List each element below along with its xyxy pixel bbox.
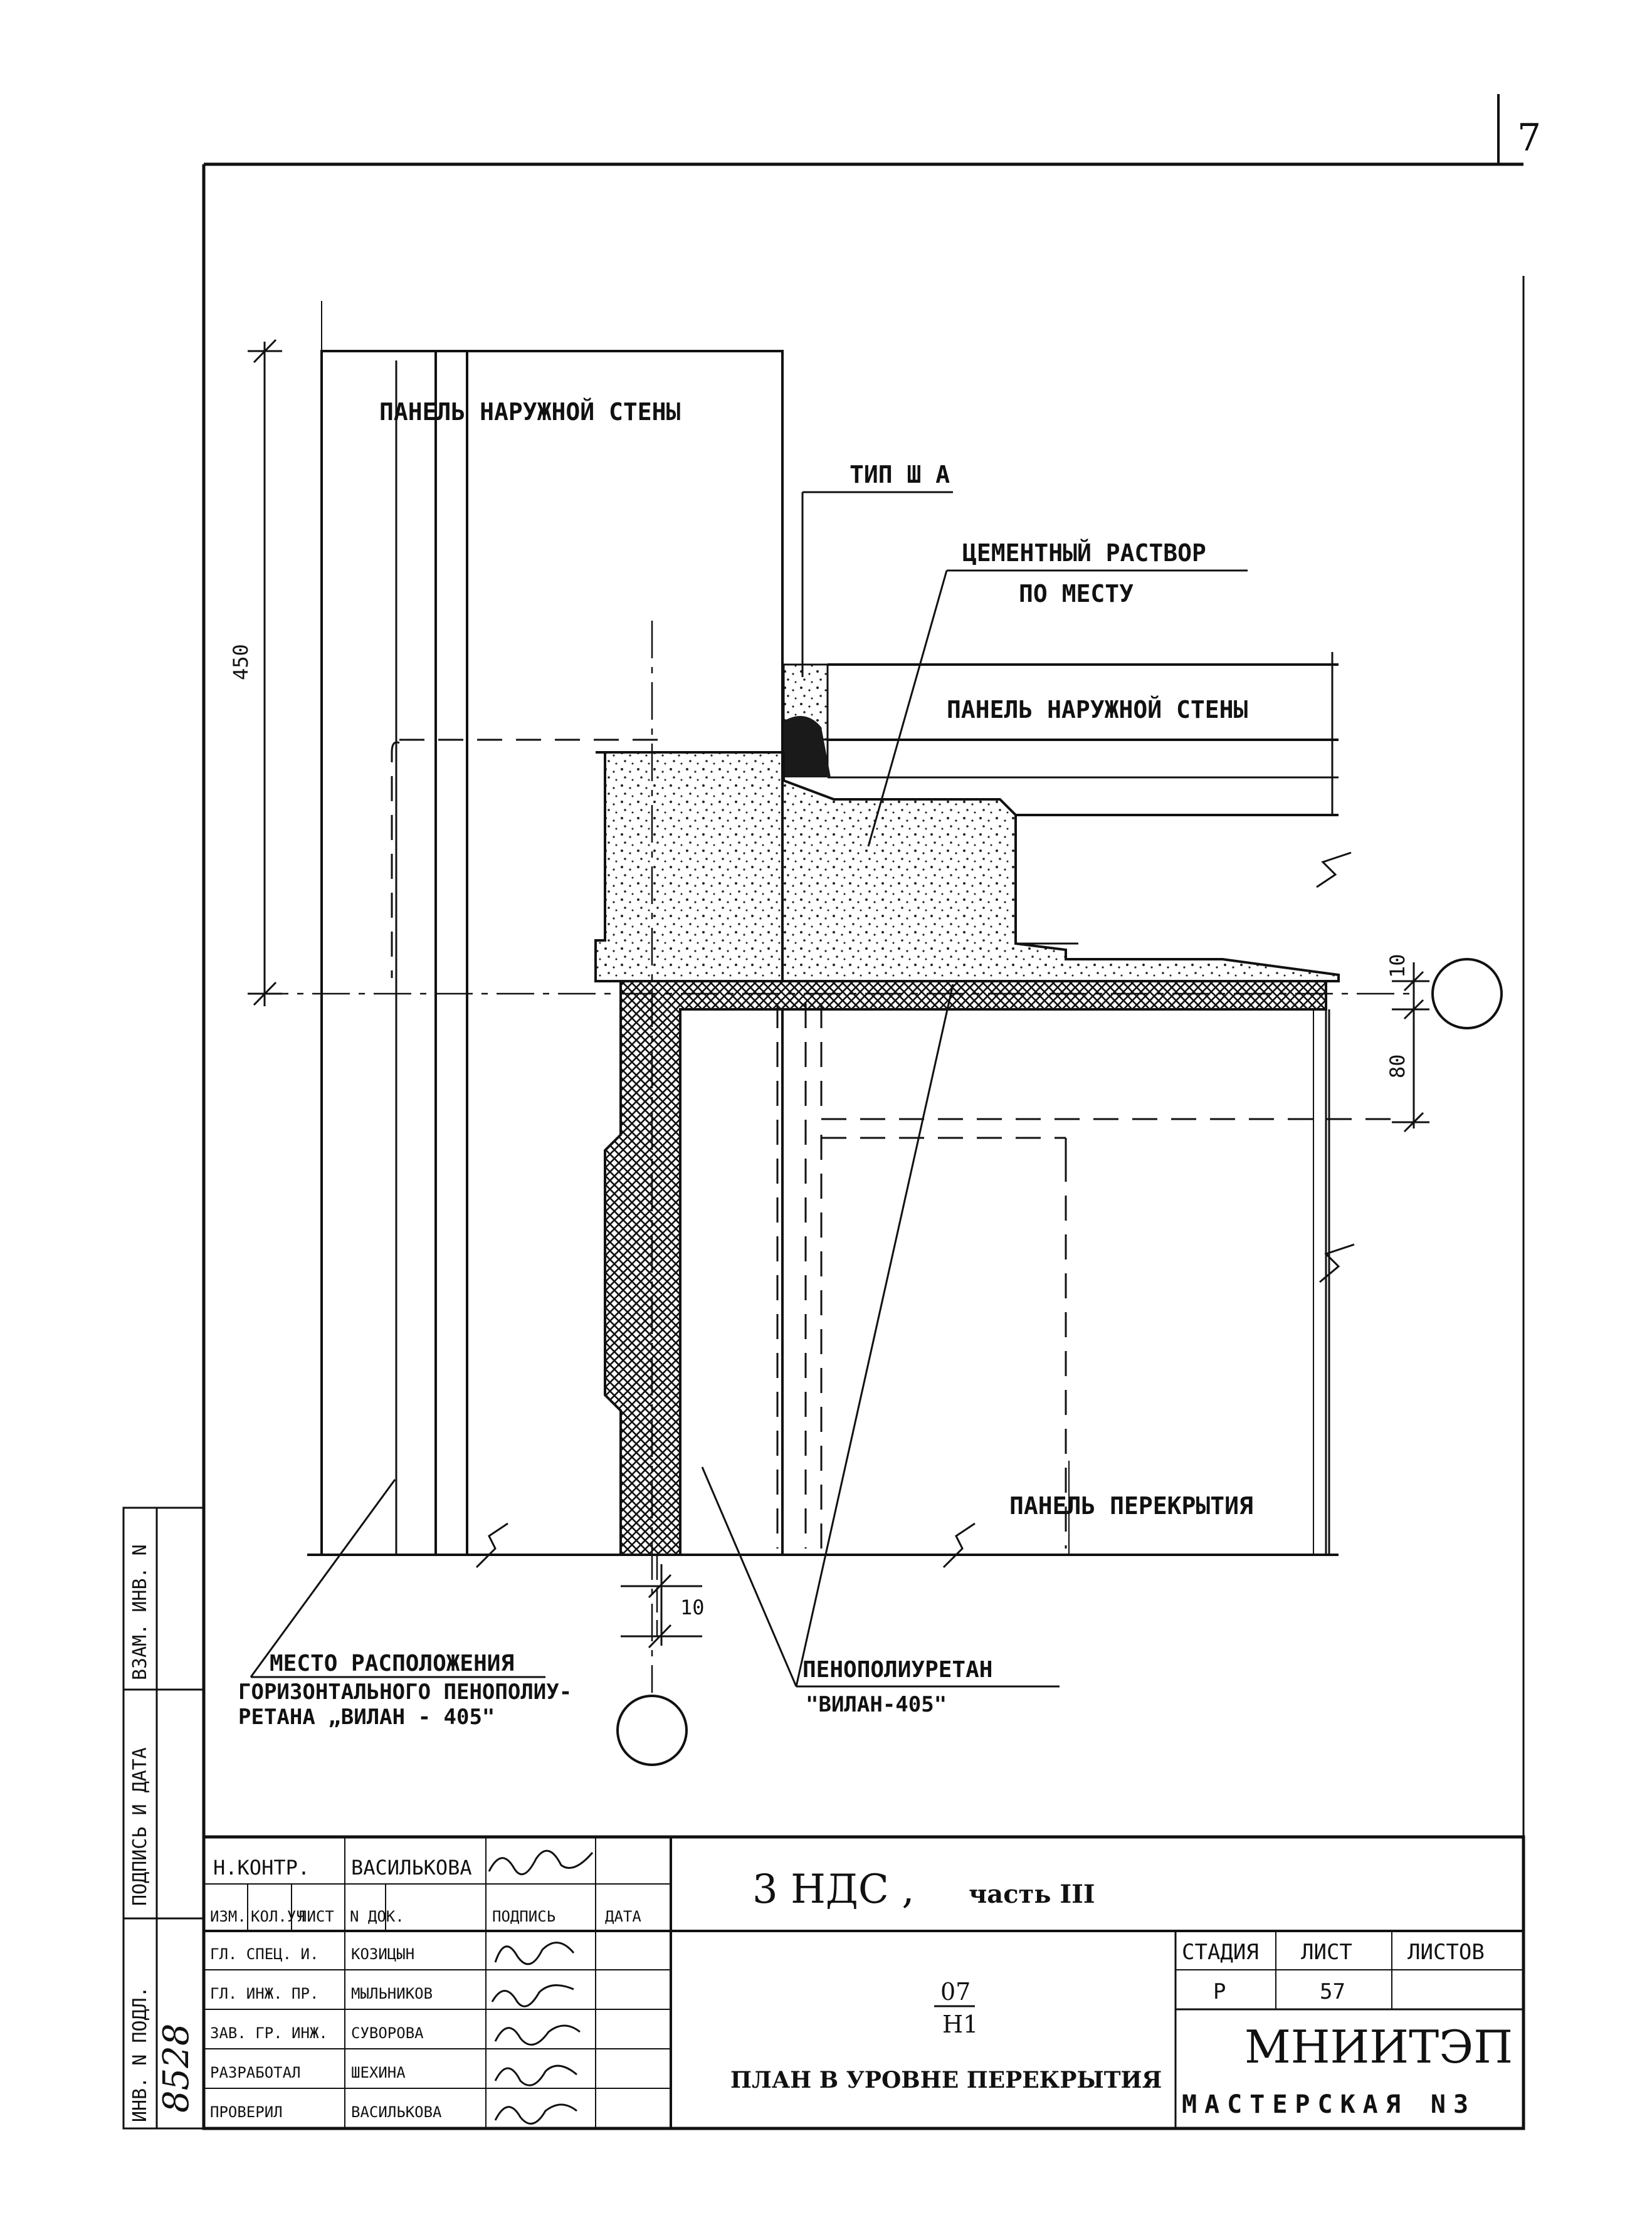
tb-project-part: часть III <box>969 1880 1095 1909</box>
hidden-lines <box>391 739 1404 1549</box>
tb-header-podpis: ПОДПИСЬ <box>492 1908 555 1925</box>
label-floor-panel: ПАНЕЛЬ ПЕРЕКРЫТИЯ <box>1009 1492 1253 1520</box>
side-stamp <box>122 1507 205 2130</box>
tb-header-izm: ИЗМ. <box>210 1908 246 1925</box>
tb-person-name: ШЕХИНА <box>351 2064 406 2081</box>
tb-sheet-code-top: 07 <box>940 1978 971 2006</box>
tb-person-name: ВАСИЛЬКОВА <box>351 2103 442 2121</box>
tb-org-sub: МАСТЕРСКАЯ N3 <box>1182 2090 1476 2119</box>
axis-lines <box>251 621 1417 1693</box>
label-location-1: МЕСТО РАСПОЛОЖЕНИЯ <box>270 1651 514 1676</box>
title-block-grid <box>202 1835 1525 2130</box>
tb-person-name: СУВОРОВА <box>351 2024 424 2042</box>
tb-header-ndok: N ДОК. <box>350 1908 404 1925</box>
tb-person-role: ГЛ. СПЕЦ. И. <box>210 1945 318 1963</box>
label-cement-mortar-1: ЦЕМЕНТНЫЙ РАСТВОР <box>962 539 1206 567</box>
dimension-10-bottom <box>621 1564 702 1649</box>
tb-nkontr-role: Н.КОНТР. <box>213 1856 310 1880</box>
joint-sealant <box>782 491 953 777</box>
tb-stage-header: СТАДИЯ <box>1182 1940 1259 1965</box>
tb-sheet-header: ЛИСТ <box>1301 1940 1352 1965</box>
floor-slab-recess <box>1016 814 1339 945</box>
label-location-2: ГОРИЗОНТАЛЬНОГО ПЕНОПОЛИУ- <box>238 1680 572 1705</box>
tb-header-data: ДАТА <box>605 1908 641 1925</box>
label-foam-1: ПЕНОПОЛИУРЕТАН <box>802 1657 992 1683</box>
right-wall-panel <box>826 652 1339 815</box>
tb-project-code: 3 НДС , <box>752 1866 915 1913</box>
tb-person-name: КОЗИЦЫН <box>351 1945 414 1963</box>
label-cement-mortar-2: ПО МЕСТУ <box>1019 580 1134 607</box>
side-stamp-signature-date: ПОДПИСЬ И ДАТА <box>129 1747 151 1906</box>
label-outer-wall-panel-right: ПАНЕЛЬ НАРУЖНОЙ СТЕНЫ <box>947 696 1248 723</box>
tb-sheet-code-bottom: Н1 <box>942 2011 978 2038</box>
label-joint-type: ТИП Ш А <box>850 461 950 488</box>
tb-header-list: ЛИСТ <box>298 1908 334 1925</box>
tb-org-name: МНИИТЭП <box>1244 2021 1513 2073</box>
label-location-3: РЕТАНА „ВИЛАН - 405" <box>238 1705 495 1730</box>
tb-person-role: ЗАВ. ГР. ИНЖ. <box>210 2024 328 2042</box>
cement-mortar-fill <box>594 751 1340 982</box>
break-marks <box>475 851 1355 1569</box>
side-stamp-inv-number: 8528 <box>156 2023 197 2113</box>
tb-person-role: ГЛ. ИНЖ. ПР. <box>210 1985 318 2002</box>
tb-stage-value: Р <box>1213 1979 1226 2004</box>
label-outer-wall-panel-left: ПАНЕЛЬ НАРУЖНОЙ СТЕНЫ <box>379 398 681 426</box>
tb-header-kolouch: КОЛ.УЧ <box>251 1908 305 1925</box>
label-foam-2: "ВИЛАН-405" <box>806 1692 947 1717</box>
tb-nkontr-name: ВАСИЛЬКОВА <box>351 1856 472 1880</box>
dimension-10-80 <box>1392 962 1429 1133</box>
signatures <box>488 1849 594 2125</box>
dimension-450 <box>248 339 282 1006</box>
page-number: 7 <box>1517 116 1541 160</box>
dim-10-bottom: 10 <box>680 1596 705 1619</box>
axis-marker-bottom <box>616 1695 688 1766</box>
page-number-block: 7 <box>1497 94 1541 164</box>
tb-sheet-value: 57 <box>1320 1979 1345 2004</box>
location-callout <box>250 1479 545 1678</box>
tb-person-name: МЫЛЬНИКОВ <box>351 1985 433 2002</box>
foam-callout <box>701 984 1060 1688</box>
dim-10-right: 10 <box>1386 954 1409 978</box>
tb-sheet-title: ПЛАН В УРОВНЕ ПЕРЕКРЫТИЯ <box>730 2067 1162 2093</box>
cement-mortar-leader <box>867 569 1248 847</box>
tb-sheets-header: ЛИСТОВ <box>1407 1940 1485 1965</box>
side-stamp-inv-vzam: ВЗАМ. ИНВ. N <box>129 1544 151 1680</box>
dim-80: 80 <box>1386 1054 1409 1078</box>
axis-marker-right <box>1431 958 1503 1029</box>
tb-person-role: ПРОВЕРИЛ <box>210 2103 283 2121</box>
side-stamp-inv-podl: ИНВ. N ПОДЛ. <box>129 1986 151 2122</box>
tb-person-role: РАЗРАБОТАЛ <box>210 2064 301 2081</box>
dim-450-text: 450 <box>229 644 253 680</box>
floor-panel-outline <box>307 1009 1339 1556</box>
polyurethane-foam <box>604 980 1327 1556</box>
